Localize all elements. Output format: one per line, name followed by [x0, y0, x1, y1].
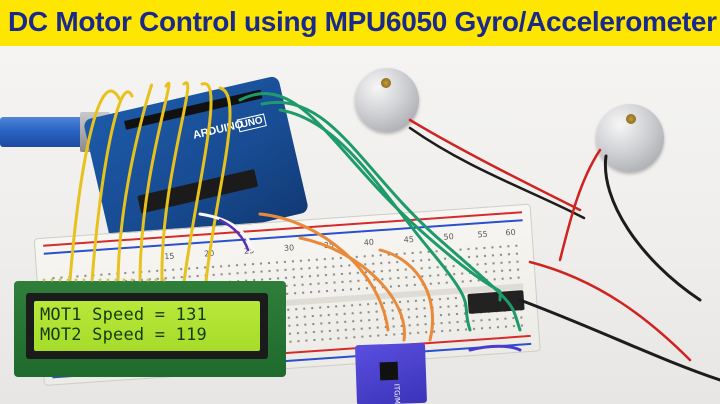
lcd-line-motor-1-speed: MOT1 Speed = 131 — [40, 305, 207, 325]
arduino-model-text: UNO — [236, 113, 268, 133]
wire-red — [408, 118, 582, 212]
lcd-screen: MOT1 Speed = 131 MOT2 Speed = 119 — [34, 301, 260, 351]
mpu6050-sensor-board: ITG/MPU — [354, 342, 428, 404]
breadboard-column-number: 25 — [243, 246, 255, 256]
usb-cable — [0, 117, 88, 147]
breadboard-column-number: 60 — [505, 227, 516, 238]
lcd-line-motor-2-speed: MOT2 Speed = 119 — [40, 325, 207, 345]
page-title: DC Motor Control using MPU6050 Gyro/Acce… — [8, 6, 717, 37]
wire-red — [528, 260, 692, 362]
mpu6050-label: ITG/MPU — [392, 383, 402, 404]
lcd-module: MOT1 Speed = 131 MOT2 Speed = 119 — [14, 277, 286, 377]
mpu6050-chip — [379, 361, 399, 381]
wire-black — [408, 126, 586, 220]
wire-black — [603, 154, 702, 302]
breadboard-column-number: 15 — [163, 251, 175, 262]
arduino-microcontroller-chip — [137, 168, 259, 214]
dc-motor-2 — [596, 104, 664, 172]
breadboard-column-number: 40 — [363, 237, 375, 248]
lcd-bezel: MOT1 Speed = 131 MOT2 Speed = 119 — [26, 293, 268, 359]
breadboard-column-number: 30 — [283, 243, 295, 253]
motor-shaft — [626, 114, 636, 124]
breadboard-column-number: 55 — [477, 229, 488, 240]
breadboard-column-number: 35 — [323, 240, 335, 251]
wire-black — [518, 298, 720, 382]
motor-shaft — [381, 78, 391, 88]
dc-motor-1 — [355, 68, 419, 132]
lcd-header-pins — [40, 277, 170, 283]
breadboard-column-number: 50 — [443, 232, 455, 242]
wire-red — [558, 148, 602, 262]
title-banner: DC Motor Control using MPU6050 Gyro/Acce… — [0, 0, 720, 46]
breadboard-column-number: 45 — [403, 234, 415, 245]
motor-driver-ic — [467, 290, 525, 314]
breadboard-column-number: 20 — [203, 248, 215, 259]
